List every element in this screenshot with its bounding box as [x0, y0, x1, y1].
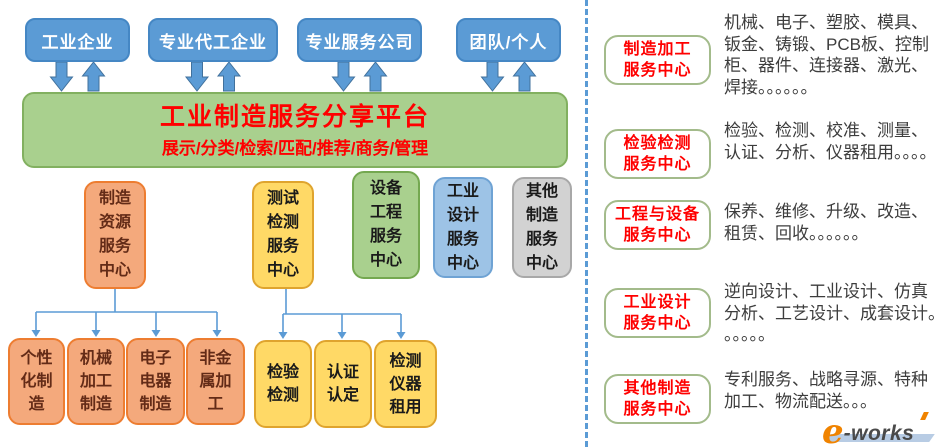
platform-banner: 工业制造服务分享平台 展示/分类/检索/匹配/推荐/商务/管理 — [22, 92, 568, 168]
right-label-other-manufacturing-center: 其他制造 服务中心 — [604, 374, 711, 424]
child-box-label: 检验检测 — [266, 364, 299, 404]
right-desc-industrial-design: 逆向设计、工业设计、仿真分析、工艺设计、成套设计。。。。。。 — [724, 282, 937, 344]
top-box-service-company: 专业服务公司 — [297, 18, 422, 62]
right-label-engineering-equipment-center: 工程与设备 服务中心 — [604, 200, 711, 250]
right-label-line: 服务中心 — [623, 315, 692, 332]
center-box-label: 制造资源服务中心 — [98, 190, 131, 279]
center-box-industrial-design: 工业设计服务中心 — [433, 177, 493, 278]
child-box-personalized-manufacturing: 个性化制造 — [8, 338, 65, 425]
right-label-inspection-testing-center: 检验检测 服务中心 — [604, 129, 711, 179]
section-divider — [585, 0, 588, 447]
child-box-inspection-testing: 检验检测 — [254, 340, 312, 428]
eworks-logo-e-icon: e — [822, 412, 844, 447]
child-box-electronics-manufacturing: 电子电器制造 — [126, 338, 185, 425]
right-label-line: 工程与设备 — [614, 206, 700, 223]
child-box-machining-manufacturing: 机械加工制造 — [67, 338, 125, 425]
child-box-label: 非金属加工 — [199, 350, 232, 413]
right-desc-engineering-equipment: 保养、维修、升级、改造、租赁、回收。。。。。。 — [724, 202, 928, 243]
right-desc-inspection-testing: 检验、检测、校准、测量、认证、分析、仪器租用。。。。 — [724, 121, 937, 162]
right-label-line: 服务中心 — [623, 401, 692, 418]
top-box-label: 工业企业 — [41, 32, 114, 52]
child-box-instrument-rental: 检测仪器租用 — [374, 340, 437, 428]
right-label-manufacturing-processing-center: 制造加工 服务中心 — [604, 35, 711, 85]
child-box-nonmetal-processing: 非金属加工 — [186, 338, 245, 425]
center-box-label: 其他制造服务中心 — [525, 182, 558, 272]
right-label-line: 服务中心 — [623, 62, 692, 79]
platform-title: 工业制造服务分享平台 — [159, 102, 430, 131]
child-box-certification: 认证认定 — [314, 340, 372, 428]
connector-arrows-layer — [31, 61, 537, 339]
center-box-label: 设备工程服务中心 — [369, 180, 402, 269]
top-box-label: 团队/个人 — [469, 32, 548, 52]
logo-accent-mark — [920, 412, 929, 420]
right-desc-other-manufacturing: 专利服务、战略寻源、特种加工、物流配送。。。 — [724, 370, 928, 411]
top-box-label: 专业服务公司 — [305, 32, 414, 52]
right-label-line: 检验检测 — [623, 135, 692, 152]
top-box-oem-enterprise: 专业代工企业 — [148, 18, 278, 62]
child-box-label: 个性化制造 — [20, 350, 53, 413]
child-box-label: 检测仪器租用 — [389, 352, 422, 416]
center-box-label: 工业设计服务中心 — [446, 182, 479, 272]
center-box-test-inspection: 测试检测服务中心 — [252, 181, 314, 289]
right-label-line: 服务中心 — [623, 156, 692, 173]
center-box-manufacturing-resource: 制造资源服务中心 — [84, 181, 146, 289]
right-label-industrial-design-center: 工业设计 服务中心 — [604, 288, 711, 338]
top-box-industrial-enterprise: 工业企业 — [25, 18, 130, 62]
top-box-team-individual: 团队/个人 — [456, 18, 561, 62]
right-label-line: 工业设计 — [623, 294, 692, 311]
right-label-line: 其他制造 — [623, 380, 692, 397]
right-label-line: 制造加工 — [623, 41, 692, 58]
center-box-other-manufacturing: 其他制造服务中心 — [512, 177, 572, 278]
eworks-logo-text: -works — [843, 422, 915, 445]
platform-subtitle: 展示/分类/检索/匹配/推荐/商务/管理 — [161, 138, 429, 158]
right-desc-manufacturing-processing: 机械、电子、塑胶、模具、钣金、铸锻、PCB板、控制柜、器件、连接器、激光、焊接。… — [724, 13, 929, 97]
eworks-logo: e -works — [822, 412, 939, 447]
child-box-label: 机械加工制造 — [79, 350, 112, 413]
center-box-label: 测试检测服务中心 — [266, 190, 299, 279]
top-box-label: 专业代工企业 — [159, 32, 267, 52]
child-box-label: 电子电器制造 — [139, 350, 172, 413]
child-box-label: 认证认定 — [326, 364, 359, 404]
center-box-equipment-engineering: 设备工程服务中心 — [352, 171, 420, 279]
right-label-line: 服务中心 — [623, 227, 692, 244]
